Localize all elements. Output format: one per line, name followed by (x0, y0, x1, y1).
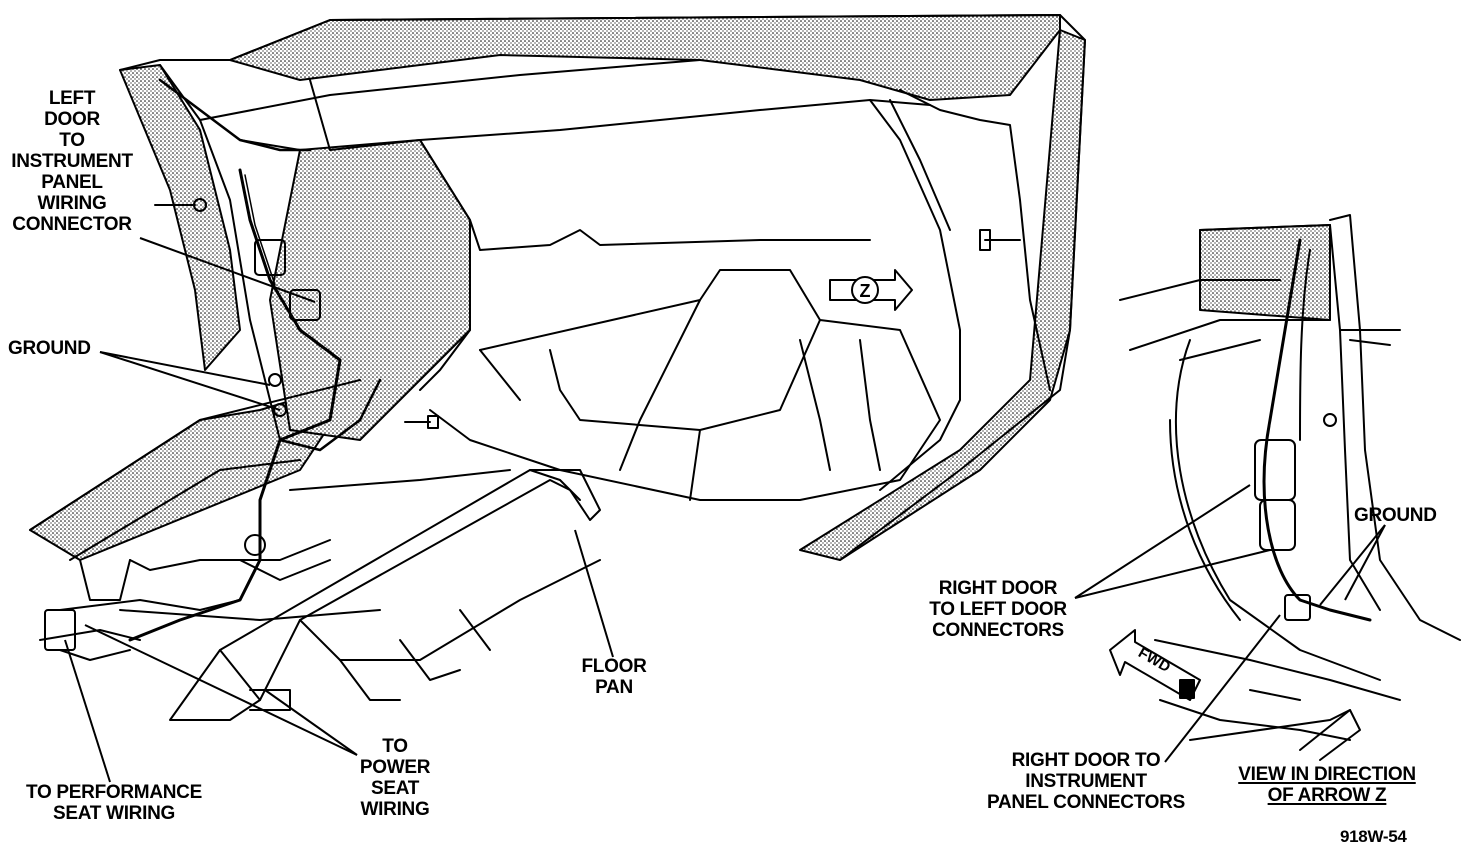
label-line: WIRING (360, 799, 430, 820)
label-line: TO (59, 130, 85, 151)
label-line: TO PERFORMANCE (26, 782, 202, 803)
label-left-door-connector: LEFT DOOR TO INSTRUMENT PANEL WIRING CON… (4, 88, 140, 235)
label-ground-right: GROUND (1354, 505, 1437, 526)
label-line: LEFT (48, 88, 96, 109)
label-line: RIGHT DOOR (938, 578, 1058, 599)
label-line: PANEL (41, 172, 103, 193)
figure-id: 918W-54 (1340, 826, 1407, 847)
label-line: CONNECTOR (12, 214, 132, 235)
label-floor-pan: FLOOR PAN (572, 656, 656, 698)
label-line: WIRING (37, 193, 107, 214)
label-line: SEAT (370, 778, 420, 799)
label-line: OF ARROW Z (1267, 785, 1387, 806)
label-ground-left: GROUND (8, 338, 91, 359)
leader-lines (64, 237, 1386, 783)
label-line: SEAT WIRING (53, 803, 175, 824)
label-line: PAN (595, 677, 633, 698)
label-line: TO (382, 736, 408, 757)
label-line: GROUND (1354, 505, 1437, 526)
label-to-performance-seat: TO PERFORMANCE SEAT WIRING (16, 782, 212, 824)
label-line: GROUND (8, 338, 91, 359)
label-line: 918W-54 (1340, 827, 1407, 846)
label-view-direction: VIEW IN DIRECTION OF ARROW Z (1224, 764, 1430, 806)
label-line: VIEW IN DIRECTION (1238, 764, 1416, 785)
label-right-to-instrument: RIGHT DOOR TO INSTRUMENT PANEL CONNECTOR… (976, 750, 1196, 813)
label-line: FLOOR (581, 656, 647, 677)
label-line: TO LEFT DOOR (929, 599, 1067, 620)
label-line: CONNECTORS (932, 620, 1064, 641)
label-line: RIGHT DOOR TO (1011, 750, 1161, 771)
label-line: PANEL CONNECTORS (987, 792, 1185, 813)
label-to-power-seat: TO POWER SEAT WIRING (352, 736, 438, 820)
label-line: DOOR (44, 109, 100, 130)
vehicle-body-main (29, 14, 1086, 721)
label-right-to-left-door: RIGHT DOOR TO LEFT DOOR CONNECTORS (922, 578, 1074, 641)
arrow-z-letter: Z (860, 281, 871, 301)
inset-view (1109, 214, 1461, 761)
label-line: INSTRUMENT (1025, 771, 1147, 792)
label-line: POWER (359, 757, 431, 778)
label-line: INSTRUMENT (11, 151, 133, 172)
